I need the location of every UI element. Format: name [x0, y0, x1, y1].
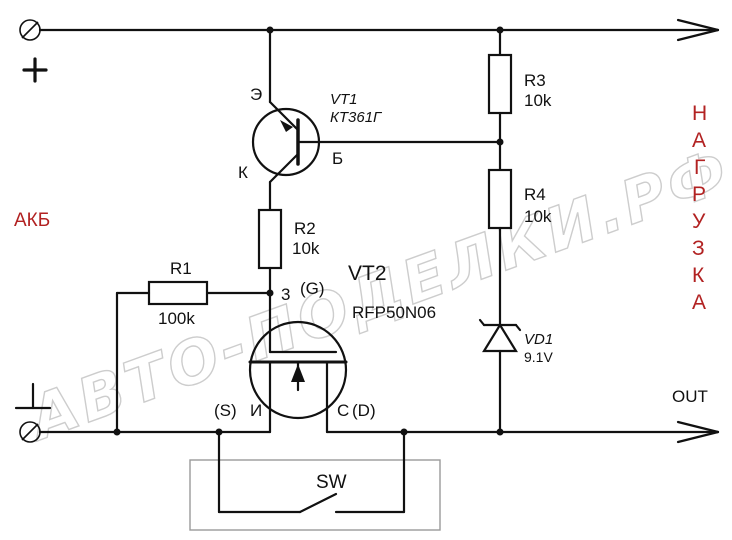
- vt2-source-label: И: [250, 401, 262, 420]
- r2-ref: R2: [294, 219, 316, 238]
- base-junction-dot: [496, 138, 504, 146]
- load-letter: З: [692, 237, 705, 260]
- r1-value: 100k: [158, 309, 195, 328]
- plus-sign-icon: [22, 57, 48, 83]
- vt2-gate-label: 3: [281, 285, 290, 304]
- vt2-name: VT2: [348, 262, 387, 285]
- vt1-transistor: [251, 100, 502, 184]
- vt1-base-label: Б: [332, 149, 343, 168]
- r1-resistor: [147, 280, 209, 306]
- load-letter: А: [692, 129, 706, 152]
- load-letter: А: [692, 291, 706, 314]
- switch-label: SW: [316, 472, 347, 493]
- vt2-body-arrow-icon: [291, 364, 305, 382]
- positive-rail-arrow-icon: [676, 18, 720, 42]
- sw-switch-blade[interactable]: [298, 492, 338, 514]
- r4-value: 10k: [524, 207, 552, 226]
- vt2-drain-label: С: [337, 401, 349, 420]
- r3-ref: R3: [524, 71, 546, 90]
- vt1-collector-label: К: [238, 163, 248, 182]
- vt2-drain-en-label: (D): [352, 401, 376, 420]
- r3-resistor: [487, 53, 513, 115]
- vt1-emitter-label: Э: [250, 85, 262, 104]
- r1-ground-junction-dot: [113, 428, 121, 436]
- vt2-part: RFP50N06: [352, 303, 436, 322]
- output-arrow-icon: [676, 420, 720, 444]
- vt2-gate-en-label: (G): [300, 279, 325, 298]
- battery-label: АКБ: [14, 210, 50, 231]
- vt2-source-en-label: (S): [214, 401, 237, 420]
- r2-resistor: [257, 208, 283, 270]
- r3-value: 10k: [524, 91, 552, 110]
- ground-symbol: [14, 382, 52, 410]
- load-letter: Г: [694, 156, 705, 179]
- junction-dot: [266, 26, 274, 34]
- r1-ref: R1: [170, 259, 192, 278]
- vd1-zener-diode: [478, 318, 522, 434]
- r4-ref: R4: [524, 185, 546, 204]
- r3-top-junction-dot: [496, 26, 504, 34]
- load-letter: К: [692, 264, 705, 287]
- load-letter: Н: [692, 102, 707, 125]
- vd1-ref: VD1: [524, 331, 553, 348]
- positive-terminal: [19, 19, 41, 41]
- vt1-emitter-arrow-icon: [280, 120, 293, 132]
- r4-resistor: [487, 168, 513, 230]
- load-letter: У: [692, 210, 706, 233]
- vt2-mosfet: [248, 320, 348, 434]
- output-label: OUT: [672, 387, 708, 406]
- switch-box: [189, 459, 441, 531]
- vt1-part: КТ361Г: [330, 109, 383, 126]
- load-label: Н А Г Р У З К А: [692, 102, 707, 314]
- vd1-value: 9.1V: [524, 349, 553, 365]
- r2-value: 10k: [292, 239, 320, 258]
- load-letter: Р: [692, 183, 706, 206]
- vt1-name: VT1: [330, 91, 358, 108]
